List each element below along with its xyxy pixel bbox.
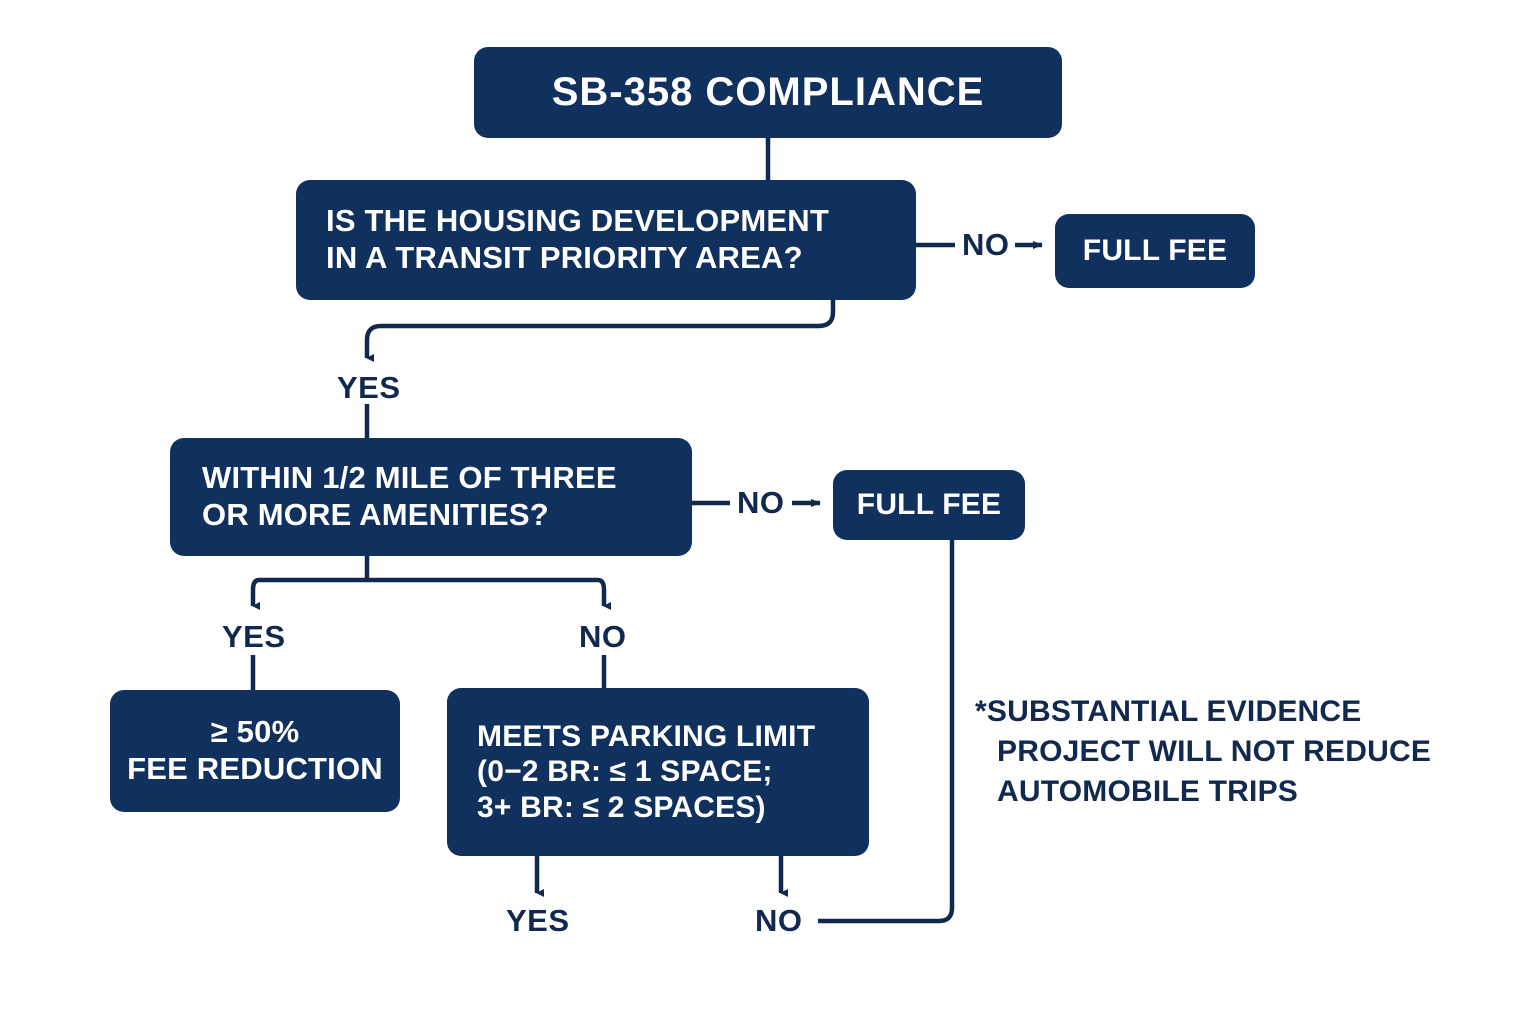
- node-fee-reduction-line1: ≥ 50%: [210, 714, 300, 750]
- footnote-line2: PROJECT WILL NOT REDUCE: [997, 734, 1432, 768]
- edge-label-tpa-no: NO: [962, 227, 1010, 262]
- node-full-fee-2-label: FULL FEE: [856, 488, 1002, 522]
- node-full-fee-1-label: FULL FEE: [1082, 234, 1228, 268]
- node-amenities-line1: WITHIN 1/2 MILE OF THREE: [202, 460, 617, 496]
- node-amenities: WITHIN 1/2 MILE OF THREE OR MORE AMENITI…: [170, 438, 692, 556]
- node-amenities-line2: OR MORE AMENITIES?: [202, 497, 549, 532]
- edge-label-amenities-yes: YES: [222, 619, 286, 654]
- node-fee-reduction-line2: FEE REDUCTION: [127, 751, 383, 786]
- node-title: SB-358 COMPLIANCE: [474, 47, 1062, 138]
- edge-label-tpa-yes: YES: [337, 370, 401, 405]
- node-full-fee-2: FULL FEE: [833, 470, 1025, 540]
- node-full-fee-1: FULL FEE: [1055, 214, 1255, 288]
- footnote: *SUBSTANTIAL EVIDENCE PROJECT WILL NOT R…: [975, 692, 1445, 812]
- node-parking-line2: (0−2 BR: ≤ 1 SPACE;: [477, 755, 773, 789]
- edge-label-parking-no: NO: [755, 903, 803, 938]
- node-parking-limit: MEETS PARKING LIMIT (0−2 BR: ≤ 1 SPACE; …: [447, 688, 869, 856]
- node-transit-priority-area: IS THE HOUSING DEVELOPMENT IN A TRANSIT …: [296, 180, 916, 300]
- footnote-line1: *SUBSTANTIAL EVIDENCE: [975, 695, 1362, 728]
- edge-label-parking-yes: YES: [506, 903, 570, 938]
- wire-amenities-yes-branch: [250, 577, 367, 610]
- edge-label-amenities-no-branch: NO: [579, 619, 627, 654]
- node-parking-line3: 3+ BR: ≤ 2 SPACES): [477, 790, 766, 824]
- node-fee-reduction: ≥ 50% FEE REDUCTION: [110, 690, 400, 812]
- node-tpa-line1: IS THE HOUSING DEVELOPMENT: [326, 203, 829, 239]
- node-title-label: SB-358 COMPLIANCE: [551, 69, 985, 114]
- wire-amenities-no-branch: [367, 577, 611, 610]
- node-tpa-line2: IN A TRANSIT PRIORITY AREA?: [326, 240, 803, 275]
- edge-label-amenities-no: NO: [737, 485, 785, 520]
- node-parking-line1: MEETS PARKING LIMIT: [477, 719, 816, 753]
- footnote-line3: AUTOMOBILE TRIPS: [997, 774, 1298, 808]
- wire-tpa-yes: [364, 300, 836, 362]
